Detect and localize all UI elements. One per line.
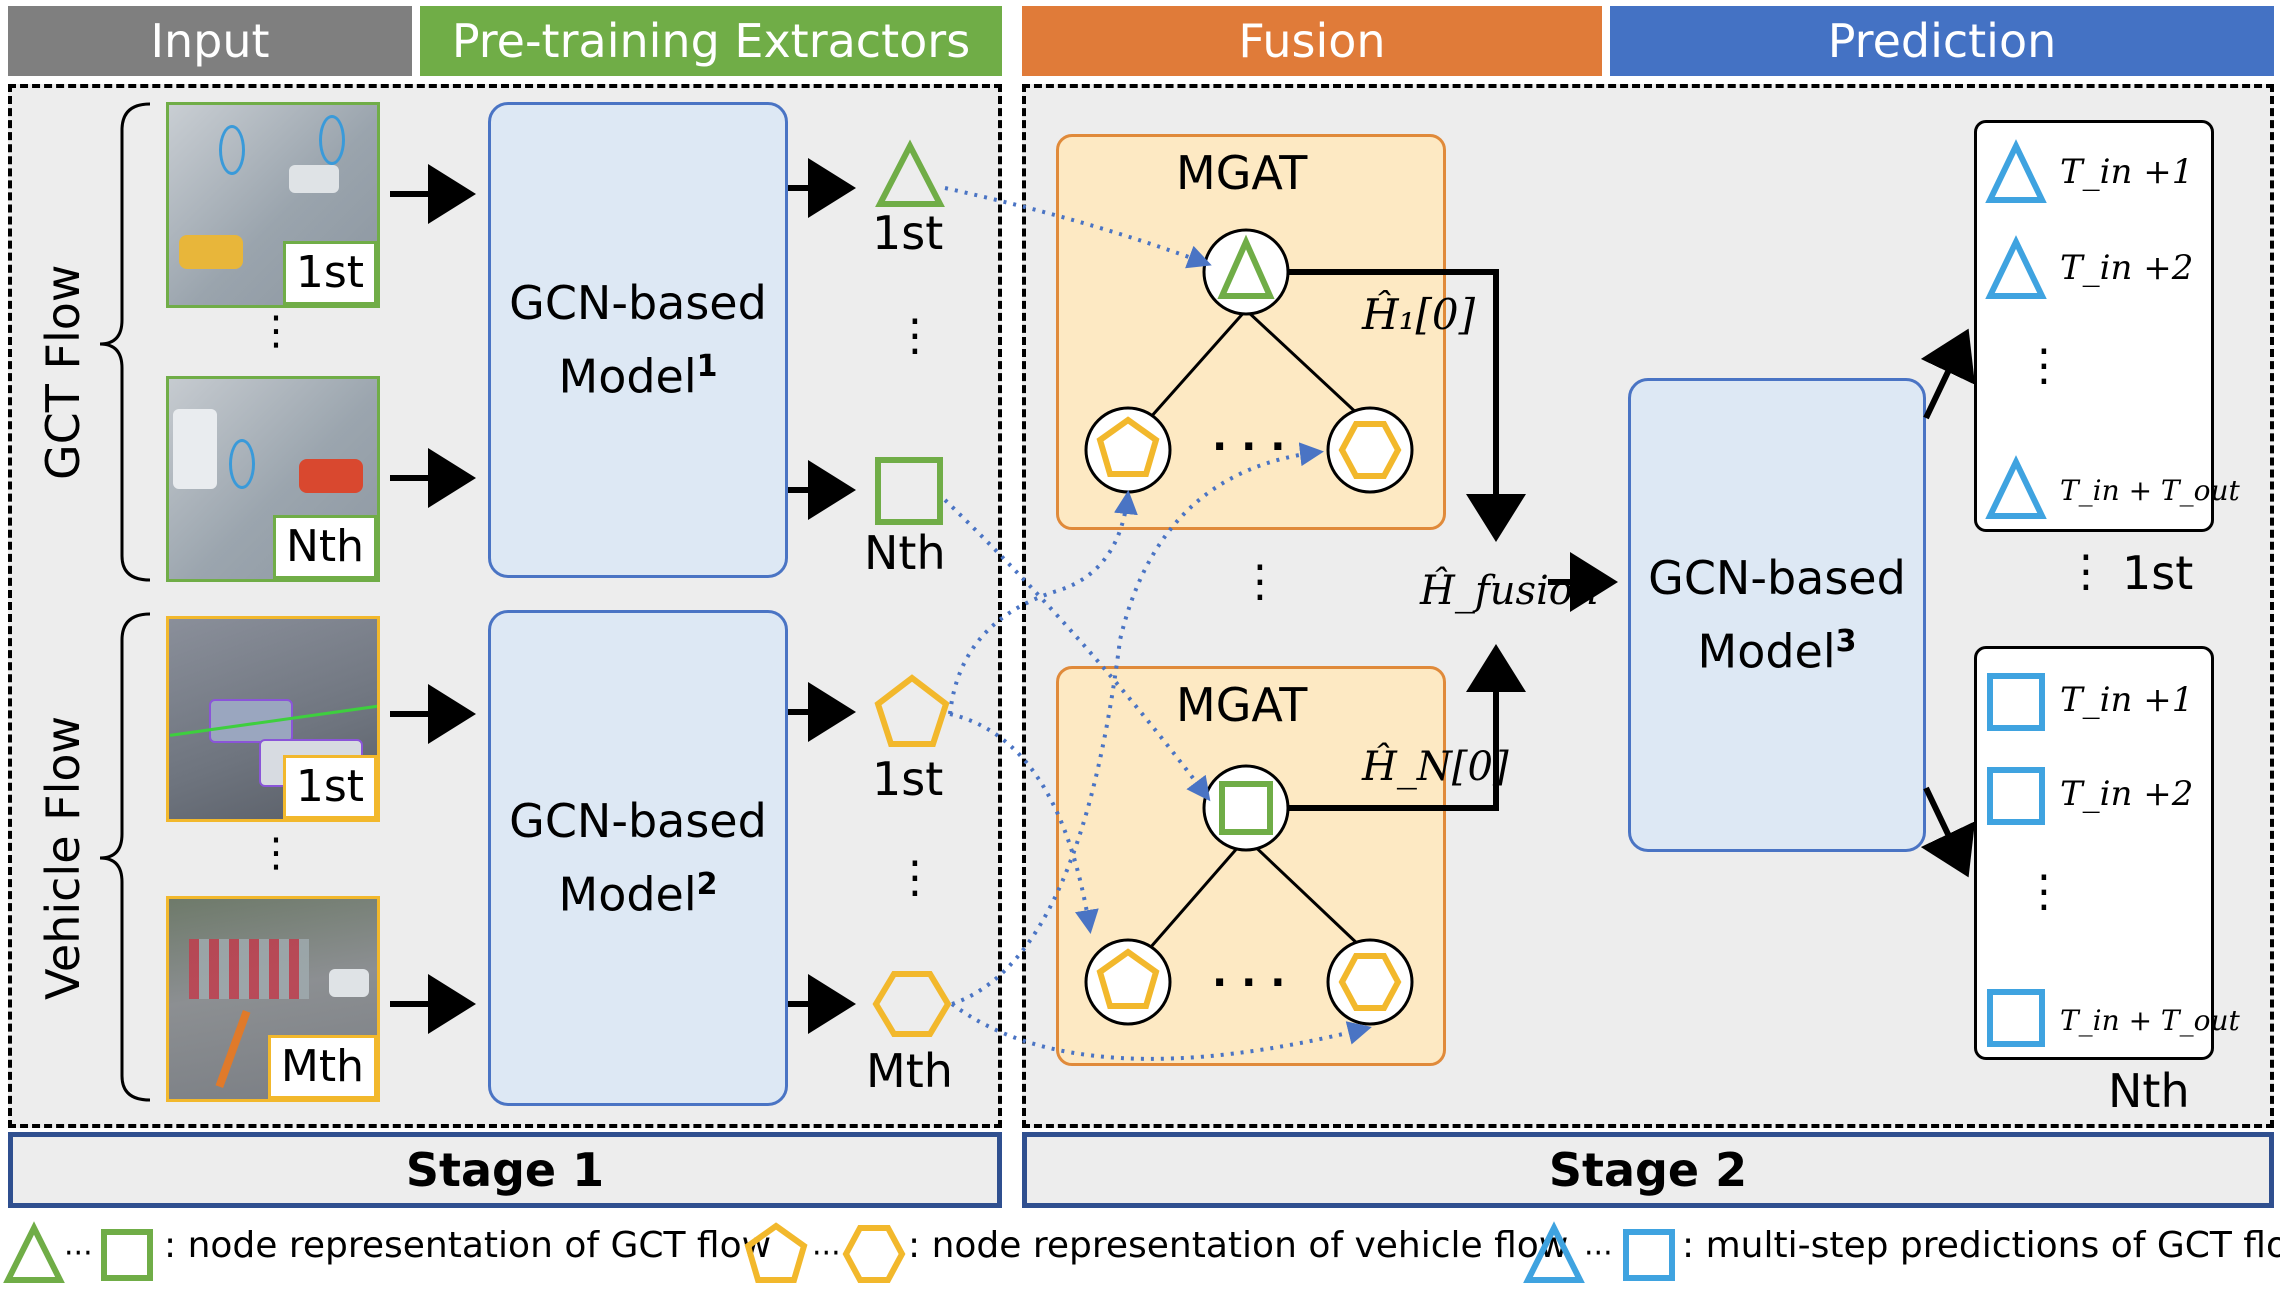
legend-vehicle-sep: ··· [812, 1236, 841, 1271]
prediction-box-1st-label: 1st [2122, 546, 2194, 600]
mgat-top-right-node [1326, 406, 1414, 494]
thumb-tag-gct-1st: 1st [282, 241, 377, 305]
gcn-model-2-sup: 2 [696, 867, 718, 903]
thumb-tag-vehicle-mth: Mth [267, 1035, 377, 1099]
gct-scene-image-nth: Nth [166, 376, 380, 582]
legend-vehicle-pentagon [744, 1222, 808, 1283]
pred2-tout: T_in + T_out [2060, 1004, 2240, 1037]
gcn-model-1: GCN-based Model1 [488, 102, 788, 578]
legend-gct-text: : node representation of GCT flow [164, 1225, 772, 1266]
legend-vehicle-hexagon [842, 1225, 906, 1283]
node-vehicle-ellipsis: ⋮ [893, 852, 937, 903]
pred1-ellipsis: ⋮ [2022, 340, 2066, 391]
pred2-t1: T_in +1 [2060, 680, 2194, 720]
node-gct-nth-square [875, 457, 943, 525]
gcn-model-3: GCN-based Model3 [1628, 378, 1926, 852]
gcn-model-1-line2: Model [558, 349, 697, 404]
legend-pred-text: : multi-step predictions of GCT flow [1682, 1225, 2280, 1266]
node-vehicle-mth-label: Mth [866, 1044, 953, 1098]
mgat-top-dots: · · · [1212, 424, 1286, 470]
gcn-model-3-line1: GCN-based [1648, 551, 1906, 606]
hfusion-label: Ĥ_fusion [1420, 568, 1599, 614]
vehicle-scene-image-mth: Mth [166, 896, 380, 1102]
thumb-tag-gct-nth: Nth [272, 515, 377, 579]
mgat-bottom-center-node [1202, 764, 1290, 852]
node-gct-1st-triangle [875, 139, 945, 207]
gcn-model-3-line2-wrap: Model3 [1698, 610, 1857, 683]
gcn-model-2-line2: Model [558, 867, 697, 922]
gcn-model-3-line2: Model [1697, 624, 1836, 679]
stage2-label: Stage 2 [1022, 1132, 2274, 1208]
h1-label: Ĥ₁[0] [1362, 290, 1475, 339]
pred1-tout: T_in + T_out [2060, 474, 2240, 507]
thumb-tag-vehicle-1st: 1st [282, 755, 377, 819]
gcn-model-1-line1: GCN-based [509, 276, 767, 331]
gcn-model-1-sup: 1 [696, 349, 718, 385]
pred2-t2: T_in +2 [2060, 774, 2194, 814]
mgat-between-ellipsis: ⋮ [1238, 556, 1282, 607]
arrow-hn [1288, 644, 1526, 811]
header-fusion: Fusion [1022, 6, 1602, 76]
arrow-out-nth [1920, 786, 1976, 878]
legend-pred-triangle [1523, 1221, 1585, 1283]
brace-vehicle [99, 612, 151, 1102]
header-extractors: Pre-training Extractors [420, 6, 1002, 76]
node-vehicle-mth-hexagon [872, 971, 952, 1037]
arrow-out-1st [1920, 328, 1976, 420]
pred1-t2: T_in +2 [2060, 248, 2194, 288]
gcn-model-2: GCN-based Model2 [488, 610, 788, 1106]
pred1-t1: T_in +1 [2060, 152, 2194, 192]
thumb-ellipsis-vehicle: ⋮ [256, 830, 296, 876]
legend-gct-sep: ··· [64, 1236, 93, 1271]
node-gct-1st-label: 1st [872, 206, 944, 260]
arrow-h1 [1288, 269, 1526, 542]
pred-between-ellipsis: ⋮ [2064, 546, 2108, 597]
mgat-bottom-dots: · · · [1212, 960, 1286, 1006]
gcn-model-2-line2-wrap: Model2 [559, 853, 718, 926]
node-vehicle-1st-pentagon [874, 674, 950, 747]
mgat-top-title: MGAT [1176, 146, 1308, 200]
legend-pred-square [1623, 1229, 1675, 1281]
header-prediction: Prediction [1610, 6, 2274, 76]
legend-pred-sep: ··· [1584, 1236, 1613, 1271]
brace-gct [99, 102, 151, 582]
gct-scene-image-1st: 1st [166, 102, 380, 308]
legend-gct-square [101, 1229, 153, 1281]
pred2-ellipsis: ⋮ [2022, 866, 2066, 917]
header-input: Input [8, 6, 412, 76]
node-gct-nth-label: Nth [864, 526, 946, 580]
mgat-bottom-title: MGAT [1176, 678, 1308, 732]
gcn-model-1-line2-wrap: Model1 [559, 335, 718, 408]
hn-label: Ĥ_N[0] [1362, 744, 1509, 790]
node-vehicle-1st-label: 1st [872, 752, 944, 806]
node-gct-ellipsis: ⋮ [893, 310, 937, 361]
legend-gct-triangle [3, 1221, 65, 1283]
gcn-model-2-line1: GCN-based [509, 794, 767, 849]
legend-vehicle-text: : node representation of vehicle flow [908, 1225, 1569, 1266]
thumb-ellipsis-gct: ⋮ [256, 308, 296, 354]
gcn-model-3-sup: 3 [1835, 624, 1857, 660]
stage1-label: Stage 1 [8, 1132, 1002, 1208]
vehicle-scene-image-1st: 1st [166, 616, 380, 822]
prediction-box-nth-label: Nth [2108, 1064, 2190, 1118]
